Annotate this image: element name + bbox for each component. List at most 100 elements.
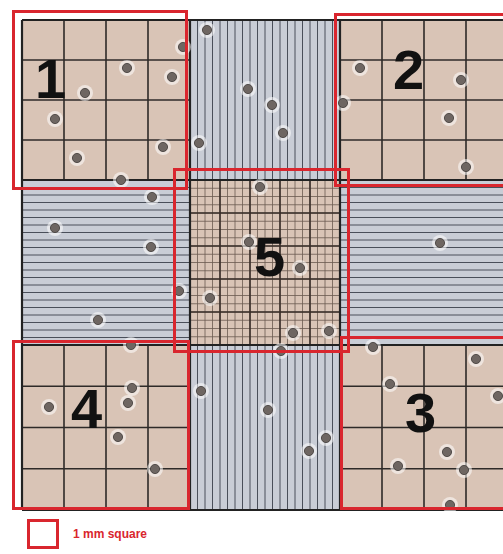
cell-halo bbox=[382, 376, 398, 392]
grid-line bbox=[257, 345, 258, 510]
cell bbox=[146, 242, 155, 251]
cell-halo bbox=[285, 325, 301, 341]
cell-halo bbox=[110, 429, 126, 445]
grid-line bbox=[340, 307, 503, 308]
grid-line bbox=[242, 20, 243, 180]
cell-halo bbox=[147, 461, 163, 477]
grid-line bbox=[340, 99, 503, 101]
grid-line bbox=[332, 20, 333, 180]
mm-square: 5 bbox=[173, 168, 350, 353]
cell bbox=[338, 98, 347, 107]
cell-halo bbox=[119, 60, 135, 76]
grid-line bbox=[147, 20, 149, 180]
cell-halo bbox=[292, 260, 308, 276]
grid-region bbox=[340, 20, 503, 180]
grid-line bbox=[250, 20, 251, 180]
grid-line bbox=[190, 312, 340, 313]
grid-line bbox=[340, 240, 503, 241]
legend-swatch bbox=[27, 519, 59, 549]
cell bbox=[459, 465, 468, 474]
grid-line bbox=[147, 345, 149, 510]
grid-line bbox=[205, 345, 206, 510]
cell bbox=[80, 88, 89, 97]
grid-line bbox=[250, 345, 251, 510]
grid-line bbox=[340, 270, 503, 271]
grid-line bbox=[22, 217, 190, 218]
grid-region bbox=[340, 345, 503, 510]
grid-line bbox=[250, 180, 251, 345]
cell bbox=[72, 153, 81, 162]
grid-line bbox=[22, 262, 190, 263]
grid-line bbox=[340, 225, 503, 226]
grid-line bbox=[340, 210, 503, 211]
grid-line bbox=[340, 262, 503, 263]
grid-line bbox=[190, 311, 340, 313]
grid-line bbox=[310, 180, 311, 345]
grid-line bbox=[325, 345, 326, 510]
grid-line bbox=[190, 212, 340, 214]
grid-line bbox=[227, 345, 228, 510]
grid-line bbox=[22, 247, 190, 248]
grid-line bbox=[340, 195, 503, 196]
grid-line bbox=[325, 20, 326, 180]
cell-halo bbox=[442, 497, 458, 513]
grid-line bbox=[22, 225, 190, 226]
callout-number: 3 bbox=[405, 385, 436, 441]
cell-halo bbox=[113, 172, 129, 188]
grid-line bbox=[272, 345, 273, 510]
mm-square: 4 bbox=[12, 340, 190, 510]
cell-halo bbox=[175, 39, 191, 55]
grid-line bbox=[310, 345, 311, 510]
grid-line bbox=[287, 345, 288, 510]
cell bbox=[196, 386, 205, 395]
cell-halo bbox=[456, 462, 472, 478]
cell bbox=[263, 405, 272, 414]
cell-halo bbox=[120, 395, 136, 411]
cell bbox=[493, 391, 502, 400]
grid-line bbox=[212, 345, 213, 510]
cell-halo bbox=[390, 458, 406, 474]
grid-line bbox=[265, 20, 266, 180]
cell-halo bbox=[458, 159, 474, 175]
cell-halo bbox=[468, 351, 484, 367]
grid-line bbox=[22, 315, 190, 316]
cell bbox=[456, 75, 465, 84]
cell bbox=[127, 383, 136, 392]
grid-line bbox=[22, 292, 190, 293]
grid-line bbox=[22, 468, 190, 470]
cell-halo bbox=[193, 383, 209, 399]
grid-line bbox=[190, 328, 340, 329]
grid-line bbox=[22, 344, 503, 346]
grid-line bbox=[310, 20, 311, 180]
grid-line bbox=[340, 187, 503, 188]
cell-halo bbox=[432, 235, 448, 251]
cell bbox=[461, 162, 470, 171]
grid-line bbox=[340, 202, 503, 203]
cell-halo bbox=[301, 443, 317, 459]
grid-line bbox=[340, 139, 503, 141]
cell bbox=[44, 402, 53, 411]
cell-halo bbox=[191, 135, 207, 151]
grid-line bbox=[280, 345, 281, 510]
callout-number: 4 bbox=[71, 381, 102, 437]
grid-line bbox=[22, 300, 190, 301]
cell-halo bbox=[441, 110, 457, 126]
cell bbox=[243, 84, 252, 93]
grid-line bbox=[220, 345, 221, 510]
grid-line bbox=[235, 20, 236, 180]
cell bbox=[288, 328, 297, 337]
cell-halo bbox=[202, 290, 218, 306]
cell bbox=[442, 447, 451, 456]
grid-line bbox=[190, 213, 340, 214]
mm-square: 2 bbox=[334, 13, 503, 187]
cell-halo bbox=[490, 388, 503, 404]
grid-line bbox=[340, 330, 503, 331]
grid-line bbox=[340, 217, 503, 218]
grid-line bbox=[190, 320, 340, 321]
cell bbox=[50, 114, 59, 123]
cell-halo bbox=[352, 60, 368, 76]
cell-halo bbox=[335, 95, 351, 111]
grid-line bbox=[22, 240, 190, 241]
